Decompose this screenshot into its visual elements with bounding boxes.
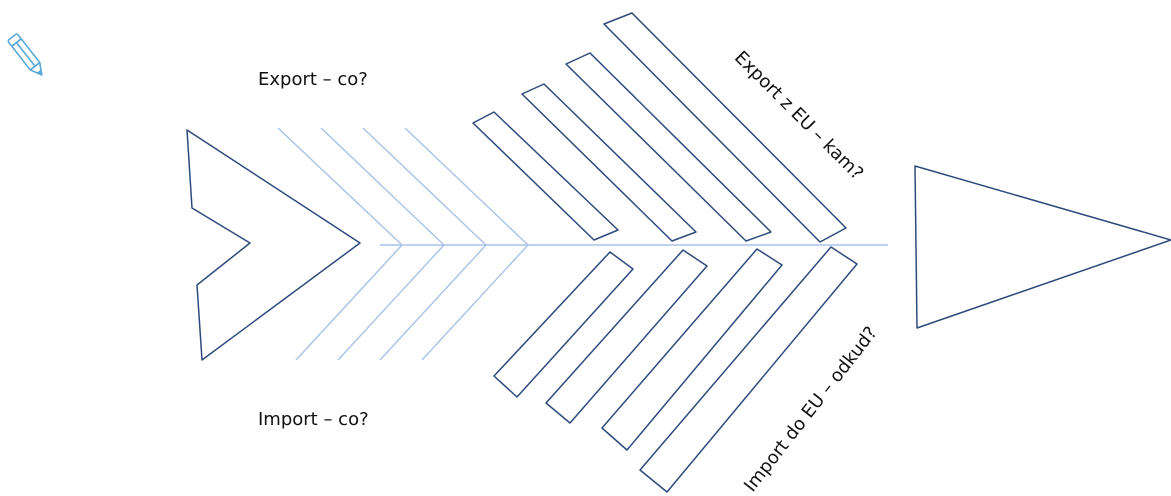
- upper-thick-bone: [565, 52, 772, 242]
- lower-thick-bone: [493, 251, 634, 398]
- lower-thick-bone: [639, 246, 858, 493]
- pencil-icon: [7, 33, 43, 76]
- upper-bone: [320, 127, 445, 246]
- lower-bone: [421, 244, 529, 361]
- export-what-label: Export – co?: [258, 69, 368, 90]
- upper-thick-bone: [603, 12, 847, 243]
- upper-thick-bone: [521, 83, 697, 242]
- import-what-label: Import – co?: [258, 409, 369, 430]
- upper-thick-bone: [472, 111, 619, 241]
- upper-bone: [362, 127, 487, 246]
- upper-bone: [404, 127, 529, 246]
- upper-bone: [277, 127, 403, 246]
- fish-tail: [186, 129, 361, 361]
- fish-head: [914, 165, 1171, 329]
- lower-thick-bone: [601, 248, 783, 451]
- lower-bone: [295, 244, 403, 361]
- lower-bone: [379, 244, 487, 361]
- lower-thick-bone: [545, 249, 708, 424]
- lower-bone: [337, 244, 445, 361]
